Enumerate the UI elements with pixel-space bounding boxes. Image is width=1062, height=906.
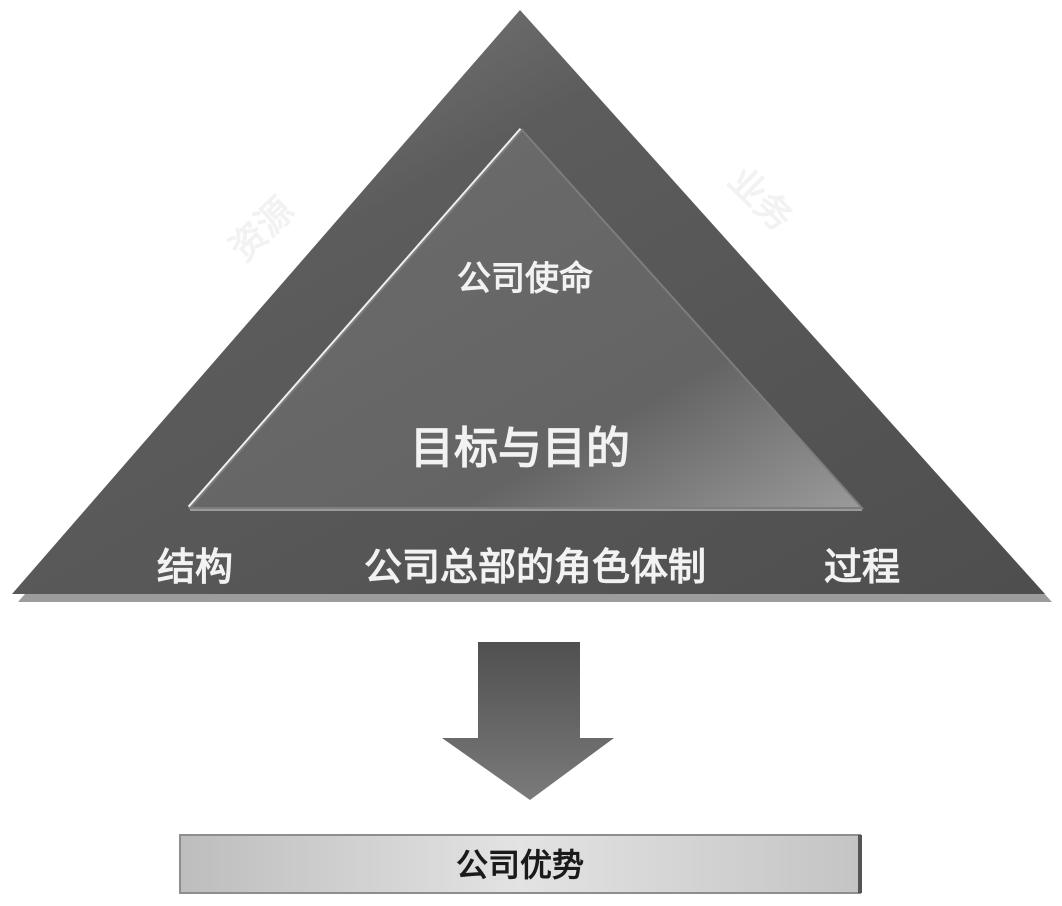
result-box — [179, 834, 861, 894]
bottom-label-process: 过程 — [824, 545, 900, 589]
inner-label-mission: 公司使命 — [457, 259, 593, 299]
bottom-label-hq-role: 公司总部的角色体制 — [364, 545, 706, 589]
bottom-label-structure: 结构 — [157, 545, 233, 589]
result-label-corporate-advantage: 公司优势 — [456, 846, 584, 884]
side-label-business: 业务 — [720, 160, 800, 240]
down-arrow — [442, 642, 614, 800]
inner-label-goals: 目标与目的 — [410, 423, 630, 474]
inner-triangle — [187, 128, 865, 509]
side-label-resources: 资源 — [222, 190, 302, 270]
